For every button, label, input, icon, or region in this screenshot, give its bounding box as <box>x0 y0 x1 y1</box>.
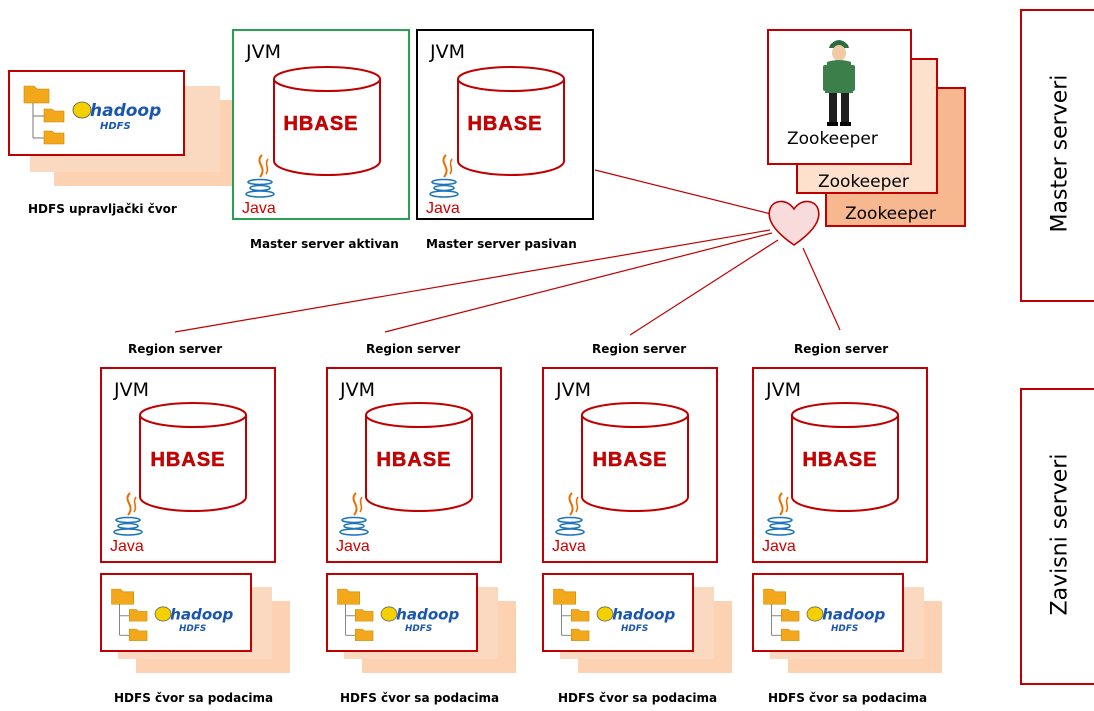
hbase-logo-text: HBASE <box>467 113 543 136</box>
hdfs-folder-tree-icon: hadoop HDFS <box>23 85 161 145</box>
region-server-1: JVM HBASE Java <box>100 367 276 563</box>
hdfs-node-card: hadoop HDFS <box>326 573 478 652</box>
region-server-2: JVM HBASE Java <box>326 367 502 563</box>
hbase-cylinder-icon <box>581 402 689 512</box>
hbase-cylinder-icon <box>273 66 381 176</box>
region-server-caption: Region server <box>592 342 687 356</box>
hdfs-data-node-4: hadoop HDFS <box>752 573 944 673</box>
hdfs-control-node: hadoop HDFS <box>8 70 248 188</box>
jvm-label: JVM <box>556 379 591 401</box>
java-logo-text: Java <box>426 200 460 217</box>
jvm-label: JVM <box>246 41 281 63</box>
master-server-active: JVM HBASE Java <box>232 29 410 220</box>
hdfs-data-node-caption: HDFS čvor sa podacima <box>340 691 500 705</box>
hdfs-node-card: hadoop HDFS <box>8 70 185 156</box>
heart-icon <box>768 200 820 246</box>
region-server-3: JVM HBASE Java <box>542 367 718 563</box>
java-logo-icon: Java <box>110 492 144 555</box>
hadoop-logo-text: hadoop <box>612 605 675 623</box>
zookeeper-node-1: Zookeeper <box>767 29 912 165</box>
java-logo-icon: Java <box>762 492 796 555</box>
zookeeper-label: Zookeeper <box>787 129 878 149</box>
region-server-caption: Region server <box>128 342 223 356</box>
hdfs-data-node-3: hadoop HDFS <box>542 573 734 673</box>
java-logo-icon: Java <box>242 154 276 217</box>
java-logo-text: Java <box>552 538 586 555</box>
hdfs-node-card: hadoop HDFS <box>100 573 252 652</box>
connector-region-3 <box>629 239 779 336</box>
hdfs-control-node-caption: HDFS upravljački čvor <box>28 202 177 216</box>
hbase-cylinder-icon <box>457 66 565 176</box>
zookeeper-label: Zookeeper <box>818 172 909 192</box>
master-servers-group: Master serveri <box>1020 9 1094 302</box>
hdfs-data-node-1: hadoop HDFS <box>100 573 292 673</box>
hdfs-logo-text: HDFS <box>100 121 131 132</box>
hdfs-data-node-caption: HDFS čvor sa podacima <box>558 691 718 705</box>
zookeeper-label: Zookeeper <box>845 204 936 224</box>
hadoop-logo-text: hadoop <box>170 605 233 623</box>
hbase-cylinder-icon <box>139 402 247 512</box>
connector-region-2 <box>384 232 773 333</box>
hdfs-logo-text: HDFS <box>405 624 432 634</box>
connector-region-4 <box>802 247 841 331</box>
region-server-caption: Region server <box>794 342 889 356</box>
jvm-label: JVM <box>430 41 465 63</box>
master-active-caption: Master server aktivan <box>250 237 399 251</box>
master-passive-caption: Master server pasivan <box>426 237 577 251</box>
master-servers-label: Master serveri <box>1047 74 1073 233</box>
hbase-cylinder-icon <box>365 402 473 512</box>
hbase-cylinder-icon <box>791 402 899 512</box>
hdfs-data-node-caption: HDFS čvor sa podacima <box>114 691 274 705</box>
hdfs-folder-tree-icon: hadoop HDFS <box>763 588 886 641</box>
hadoop-logo-text: hadoop <box>822 605 885 623</box>
region-server-4: JVM HBASE Java <box>752 367 928 563</box>
dependent-servers-group: Zavisni serveri <box>1020 388 1094 685</box>
hbase-logo-text: HBASE <box>802 449 878 472</box>
java-logo-text: Java <box>336 538 370 555</box>
hdfs-folder-tree-icon: hadoop HDFS <box>337 588 460 641</box>
hdfs-folder-tree-icon: hadoop HDFS <box>111 588 234 641</box>
hdfs-node-card: hadoop HDFS <box>752 573 904 652</box>
java-logo-icon: Java <box>336 492 370 555</box>
java-logo-icon: Java <box>552 492 586 555</box>
jvm-label: JVM <box>114 379 149 401</box>
hdfs-logo-text: HDFS <box>831 624 858 634</box>
jvm-label: JVM <box>766 379 801 401</box>
connector-master-passive <box>594 169 776 216</box>
java-logo-icon: Java <box>426 154 460 217</box>
zookeeper-person-icon <box>823 40 855 126</box>
connector-region-1 <box>174 229 771 333</box>
hdfs-logo-text: HDFS <box>179 624 206 634</box>
hadoop-logo-text: hadoop <box>90 101 161 121</box>
master-server-passive: JVM HBASE Java <box>416 29 594 220</box>
dependent-servers-label: Zavisni serveri <box>1047 453 1073 616</box>
java-logo-text: Java <box>242 200 276 217</box>
hbase-logo-text: HBASE <box>376 449 452 472</box>
hdfs-folder-tree-icon: hadoop HDFS <box>553 588 676 641</box>
hbase-logo-text: HBASE <box>150 449 226 472</box>
hdfs-logo-text: HDFS <box>621 624 648 634</box>
jvm-label: JVM <box>340 379 375 401</box>
hbase-logo-text: HBASE <box>592 449 668 472</box>
hdfs-data-node-caption: HDFS čvor sa podacima <box>768 691 928 705</box>
hdfs-node-card: hadoop HDFS <box>542 573 694 652</box>
hdfs-data-node-2: hadoop HDFS <box>326 573 518 673</box>
region-server-caption: Region server <box>366 342 461 356</box>
hadoop-logo-text: hadoop <box>396 605 459 623</box>
hbase-logo-text: HBASE <box>283 113 359 136</box>
java-logo-text: Java <box>110 538 144 555</box>
java-logo-text: Java <box>762 538 796 555</box>
